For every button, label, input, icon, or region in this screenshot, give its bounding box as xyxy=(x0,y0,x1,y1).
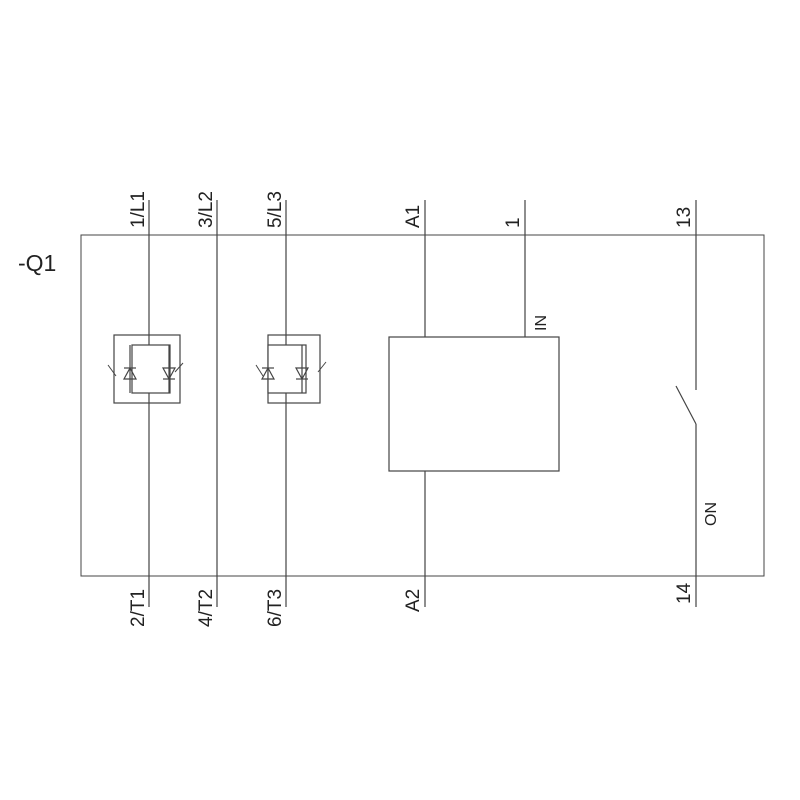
terminal-label-14: 14 xyxy=(674,582,695,604)
terminal-label-4-t2: 4/T2 xyxy=(196,589,217,627)
terminal-label-1-l1: 1/L1 xyxy=(128,191,149,228)
label-in: IN xyxy=(533,315,550,331)
terminal-label-5-l3: 5/L3 xyxy=(265,191,286,228)
thyristor-module-3 xyxy=(255,334,327,404)
control-module xyxy=(388,336,560,472)
terminal-label-1: 1 xyxy=(503,217,524,228)
terminal-label-3-l2: 3/L2 xyxy=(196,191,217,228)
thyristor-module-1 xyxy=(107,334,184,404)
aux-contact-blade xyxy=(675,385,697,425)
terminal-label-6-t3: 6/T3 xyxy=(265,589,286,627)
device-label: -Q1 xyxy=(18,250,56,276)
terminal-label-13: 13 xyxy=(674,207,695,228)
device-housing xyxy=(80,234,765,577)
terminal-label-a1: A1 xyxy=(403,205,424,228)
terminal-label-a2: A2 xyxy=(403,589,424,612)
terminal-label-2-t1: 2/T1 xyxy=(128,589,149,627)
label-on: ON xyxy=(703,502,720,526)
